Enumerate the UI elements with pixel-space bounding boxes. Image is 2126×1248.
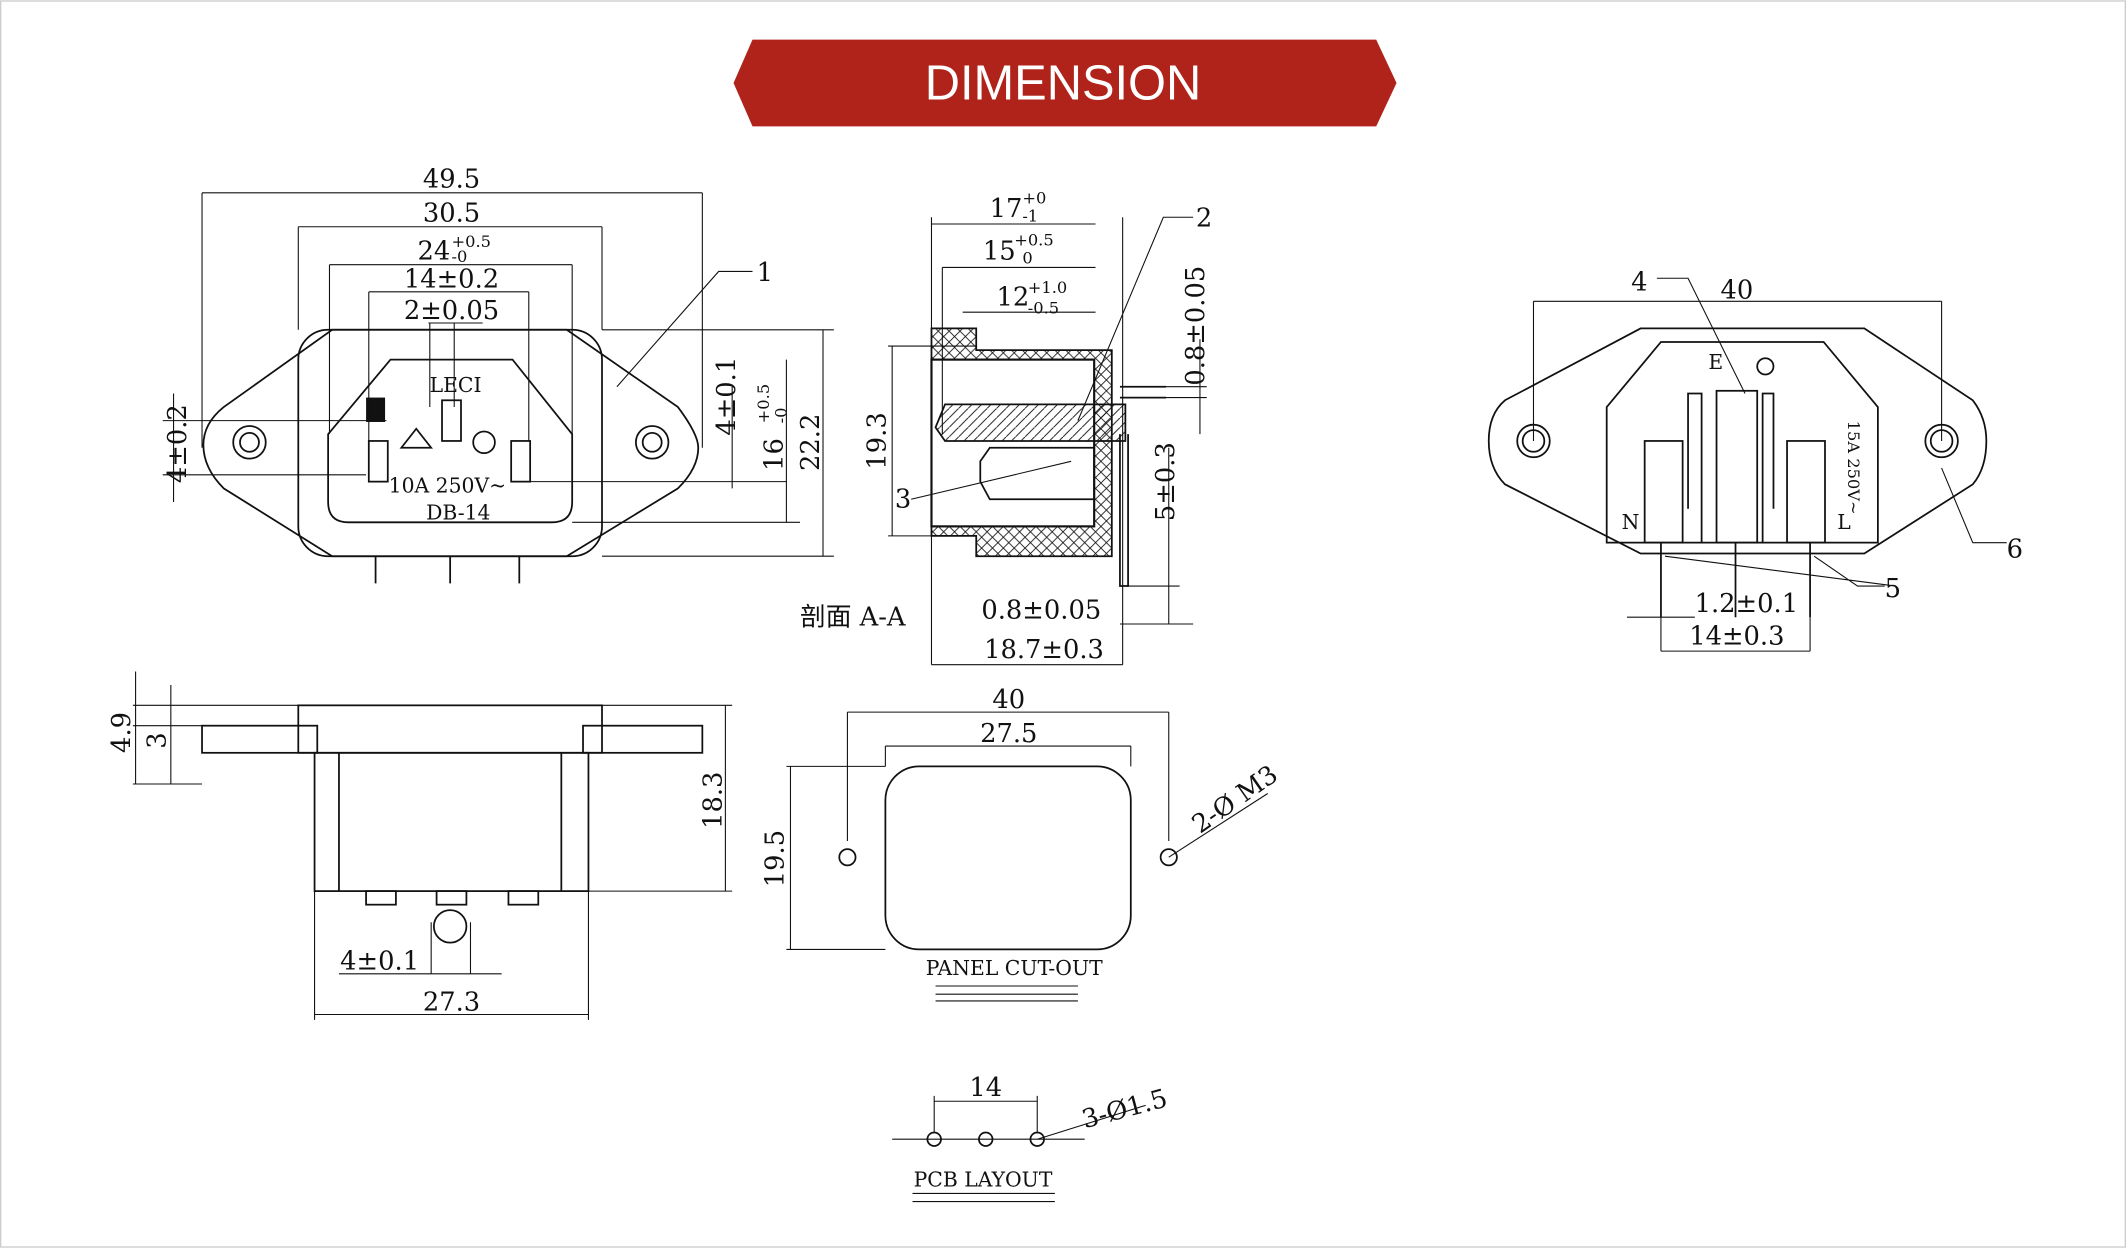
section-dim-pin: 5±0.3	[1151, 442, 1181, 521]
section-dim-height: 19.3	[862, 412, 892, 469]
panel-dim-height: 19.5	[761, 830, 791, 887]
rear-rating: 15A 250V~	[1844, 421, 1863, 515]
panel-cutout: 40 27.5 19.5 2-Ø M3 PANEL CUT-OUT	[761, 685, 1284, 1002]
front-dim-16: 16	[759, 438, 789, 471]
front-dim-right: 4±0.1	[712, 357, 742, 436]
front-rating: 10A 250V~	[389, 473, 507, 497]
front-dim-height: 22.2	[796, 414, 826, 471]
front-dim-inner-tol-up: +0.5	[452, 232, 492, 251]
front-dim-inner-tol-dn: -0	[452, 247, 468, 266]
section-dim-17-dn: -1	[1022, 206, 1038, 225]
rear-dim-pitch: 14±0.3	[1689, 621, 1784, 651]
title-banner: DIMENSION	[733, 39, 1397, 127]
callout-2: 2	[1196, 204, 1212, 234]
section-dim-12-dn: -0.5	[1028, 299, 1059, 318]
pcb-holes: 3-Ø1.5	[1079, 1084, 1171, 1136]
bottom-dim-pin: 4±0.1	[340, 947, 419, 977]
rear-neutral-label: N	[1622, 510, 1640, 534]
bottom-dim-4-9: 4.9	[107, 712, 137, 753]
section-label: 剖面 A-A	[800, 602, 906, 632]
front-model: DB-14	[426, 501, 490, 525]
front-dim-16-dn: -0	[771, 407, 790, 423]
section-dim-15-dn: 0	[1022, 248, 1032, 267]
pcb-label: PCB LAYOUT	[914, 1168, 1053, 1192]
front-dim-pins: 14±0.2	[404, 265, 499, 295]
panel-dim-holes: 40	[992, 685, 1025, 715]
front-brand: LECI	[430, 373, 482, 397]
callout-4: 4	[1631, 267, 1647, 297]
section-dim-12-up: +1.0	[1028, 278, 1068, 297]
bottom-dim-height: 18.3	[698, 772, 728, 829]
bottom-dim-3: 3	[142, 732, 172, 748]
section-dim-17-up: +0	[1022, 189, 1046, 208]
rear-dim-holes: 40	[1720, 276, 1753, 306]
bottom-view: 4.9 3 18.3 4±0.1 27.3	[107, 671, 733, 1020]
bottom-dim-width: 27.3	[423, 987, 480, 1017]
banner-title: DIMENSION	[925, 56, 1202, 110]
section-dim-thickness: 0.8±0.05	[1181, 266, 1211, 386]
section-dim-15-up: +0.5	[1014, 231, 1053, 250]
pcb-layout: 14 3-Ø1.5 PCB LAYOUT	[892, 1073, 1171, 1203]
section-view: 17 +0 -1 15 +0.5 0 12 +1.0 -0.5 2 0.8±0.…	[800, 189, 1212, 666]
front-dim-left: 4±0.2	[163, 404, 193, 483]
rear-view: E N L 15A 250V~ 4 40 5 6 1.2±0.1 14±0.3	[1487, 267, 2023, 652]
front-dim-pin-width: 2±0.05	[404, 296, 499, 326]
rear-earth-label: E	[1708, 350, 1723, 374]
panel-label: PANEL CUT-OUT	[926, 956, 1103, 980]
panel-dim-width: 27.5	[980, 719, 1037, 749]
section-dim-12: 12	[996, 282, 1029, 312]
section-dim-17: 17	[990, 194, 1023, 224]
front-view: LECI 10A 250V~ DB-14 49.5 30.5 24 +0.5 -…	[162, 164, 834, 584]
front-dim-inner: 24	[417, 236, 450, 266]
front-dim-total: 49.5	[423, 164, 480, 194]
rear-dim-pin-width: 1.2±0.1	[1695, 589, 1798, 619]
front-dim-body: 30.5	[423, 198, 480, 228]
panel-holes: 2-Ø M3	[1187, 760, 1284, 840]
callout-6: 6	[2007, 535, 2023, 565]
section-dim-total: 18.7±0.3	[984, 635, 1104, 665]
section-dim-15: 15	[983, 236, 1016, 266]
callout-3: 3	[895, 484, 911, 514]
callout-5: 5	[1885, 574, 1901, 604]
pcb-dim-pitch: 14	[969, 1073, 1002, 1103]
rear-live-label: L	[1837, 510, 1851, 534]
front-dim-16-up: +0.5	[754, 384, 773, 423]
section-dim-pin-width: 0.8±0.05	[981, 596, 1101, 626]
callout-1: 1	[757, 258, 773, 288]
